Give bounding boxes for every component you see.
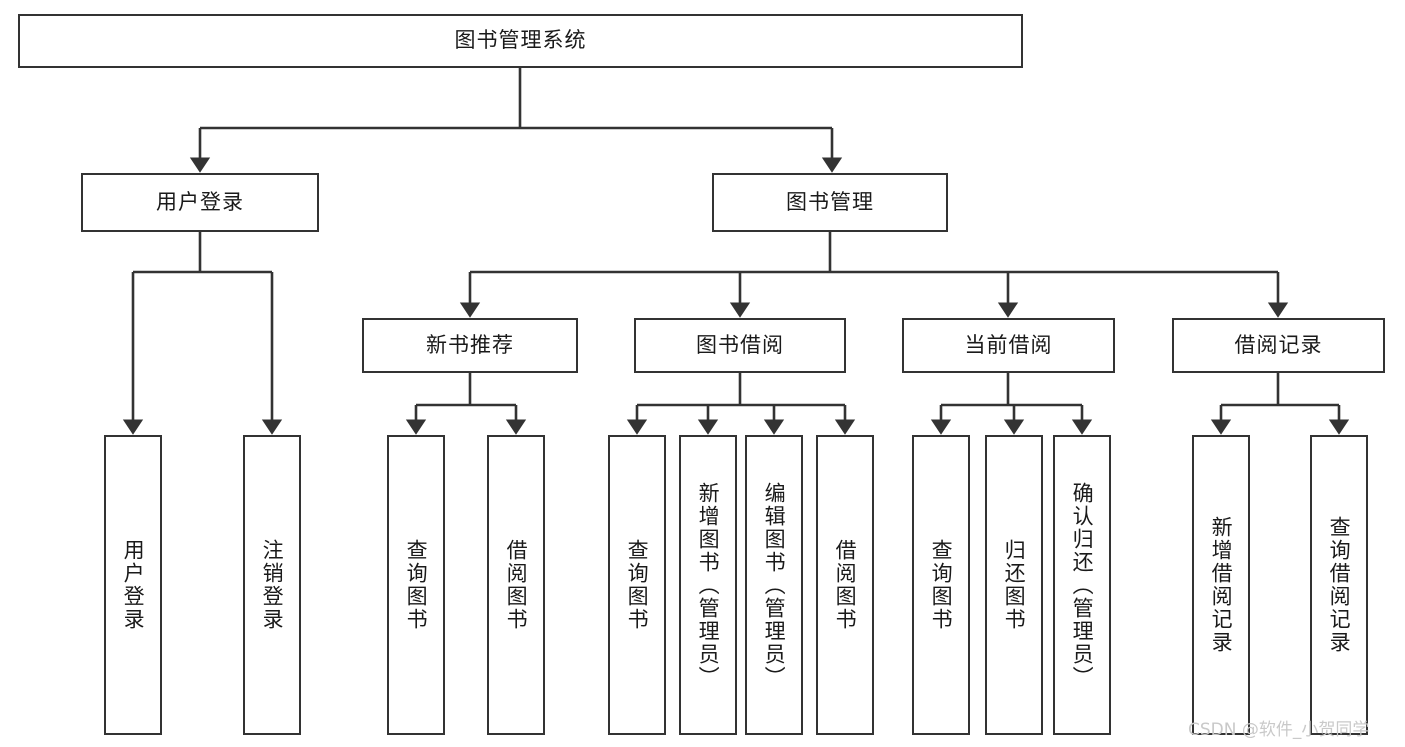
node-leaf-edit-book-admin-label: 编辑图书（管理员） [762, 481, 787, 689]
node-leaf-confirm-return-admin-label: 确认归还（管理员） [1070, 481, 1095, 689]
node-leaf-add-borrow-record-label: 新增借阅记录 [1209, 516, 1234, 654]
node-leaf-borrow-book-bor-label: 借阅图书 [833, 539, 858, 631]
node-leaf-query-book-bor-label: 查询图书 [625, 539, 650, 631]
node-leaf-query-book-cur-label: 查询图书 [929, 539, 954, 631]
node-root-label: 图书管理系统 [454, 28, 587, 53]
node-leaf-edit-book-admin[interactable]: 编辑图书（管理员） [745, 435, 803, 735]
node-book-manage-label: 图书管理 [786, 189, 874, 214]
node-leaf-query-borrow-record-label: 查询借阅记录 [1327, 516, 1352, 654]
node-borrow-record[interactable]: 借阅记录 [1172, 318, 1385, 373]
node-user-login-label: 用户登录 [156, 189, 244, 214]
node-current-borrow-label: 当前借阅 [964, 332, 1053, 357]
node-leaf-borrow-book-rec[interactable]: 借阅图书 [487, 435, 545, 735]
node-leaf-query-borrow-record[interactable]: 查询借阅记录 [1310, 435, 1368, 735]
node-book-manage[interactable]: 图书管理 [712, 173, 948, 232]
node-new-book-recommend-label: 新书推荐 [426, 332, 514, 357]
node-leaf-return-book[interactable]: 归还图书 [985, 435, 1043, 735]
node-leaf-user-logout-label: 注销登录 [260, 539, 285, 631]
node-leaf-user-login-label: 用户登录 [121, 539, 146, 631]
node-leaf-add-book-admin[interactable]: 新增图书（管理员） [679, 435, 737, 735]
node-book-borrow-label: 图书借阅 [696, 332, 784, 357]
csdn-watermark: CSDN @软件_小贺同学 [1188, 720, 1370, 740]
node-leaf-borrow-book-rec-label: 借阅图书 [504, 539, 529, 631]
node-leaf-user-login[interactable]: 用户登录 [104, 435, 162, 735]
node-new-book-recommend[interactable]: 新书推荐 [362, 318, 578, 373]
node-current-borrow[interactable]: 当前借阅 [902, 318, 1115, 373]
node-leaf-query-book-rec[interactable]: 查询图书 [387, 435, 445, 735]
node-root[interactable]: 图书管理系统 [18, 14, 1023, 68]
node-book-borrow[interactable]: 图书借阅 [634, 318, 846, 373]
node-user-login[interactable]: 用户登录 [81, 173, 319, 232]
node-leaf-query-book-bor[interactable]: 查询图书 [608, 435, 666, 735]
node-leaf-user-logout[interactable]: 注销登录 [243, 435, 301, 735]
node-leaf-borrow-book-bor[interactable]: 借阅图书 [816, 435, 874, 735]
node-leaf-query-book-cur[interactable]: 查询图书 [912, 435, 970, 735]
node-leaf-add-book-admin-label: 新增图书（管理员） [696, 481, 721, 689]
node-leaf-query-book-rec-label: 查询图书 [404, 539, 429, 631]
node-leaf-confirm-return-admin[interactable]: 确认归还（管理员） [1053, 435, 1111, 735]
node-leaf-return-book-label: 归还图书 [1002, 539, 1027, 631]
node-leaf-add-borrow-record[interactable]: 新增借阅记录 [1192, 435, 1250, 735]
node-borrow-record-label: 借阅记录 [1234, 332, 1323, 357]
